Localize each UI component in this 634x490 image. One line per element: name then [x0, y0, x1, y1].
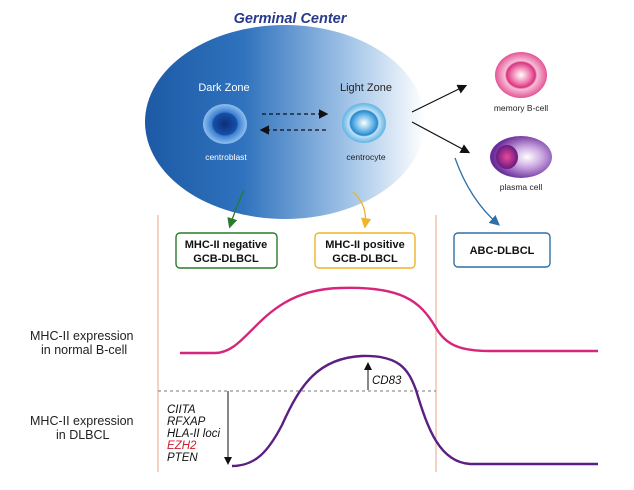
mhc-positive-box: MHC-II positive GCB-DLBCL — [314, 232, 416, 269]
mhc-negative-box: MHC-II negative GCB-DLBCL — [175, 232, 278, 269]
dlbcl-expression-label-line1: MHC-II expression — [30, 414, 134, 428]
germinal-center-ellipse — [145, 25, 425, 219]
memory-b-cell-icon — [495, 52, 547, 98]
gene-rfxap: RFXAP — [167, 416, 206, 428]
gene-hla-ii-loci: HLA-II loci — [167, 428, 220, 440]
diagram-title: Germinal Center — [234, 11, 348, 27]
normal-expression-label-line1: MHC-II expression — [30, 329, 134, 343]
to-mhc-positive-arrow — [352, 191, 372, 229]
memory-b-cell-label: memory B-cell — [494, 103, 548, 113]
mhc-positive-line1: MHC-II positive — [325, 239, 404, 251]
dlbcl-curve — [231, 354, 598, 468]
centroblast-icon — [203, 104, 247, 144]
to-plasma-arrow — [411, 121, 471, 154]
normal-expression-label-line2: in normal B-cell — [41, 343, 127, 357]
to-memory-arrow — [411, 84, 468, 113]
cd83-label: CD83 — [372, 375, 402, 387]
dlbcl-expression-label-line2: in DLBCL — [56, 428, 110, 442]
abc-dlbcl-label: ABC-DLBCL — [470, 245, 535, 257]
to-abc-dlbcl-arrow — [454, 157, 500, 226]
plasma-cell-icon — [490, 136, 552, 178]
centrocyte-icon — [342, 103, 386, 143]
centrocyte-label: centrocyte — [346, 152, 385, 162]
centroblast-label: centroblast — [205, 152, 247, 162]
abc-dlbcl-box: ABC-DLBCL — [453, 232, 551, 268]
to-mhc-negative-arrow — [227, 189, 245, 229]
mhc-negative-line1: MHC-II negative — [185, 239, 268, 251]
gene-pten: PTEN — [167, 452, 198, 464]
light-zone-label: Light Zone — [340, 82, 392, 94]
gene-ciita: CIITA — [167, 404, 196, 416]
mhc-negative-line2: GCB-DLBCL — [193, 253, 259, 265]
dark-zone-label: Dark Zone — [198, 82, 249, 94]
normal-b-cell-curve — [180, 286, 598, 355]
plasma-cell-label: plasma cell — [500, 182, 543, 192]
gene-ezh2: EZH2 — [167, 440, 197, 452]
mhc-positive-line2: GCB-DLBCL — [332, 253, 398, 265]
